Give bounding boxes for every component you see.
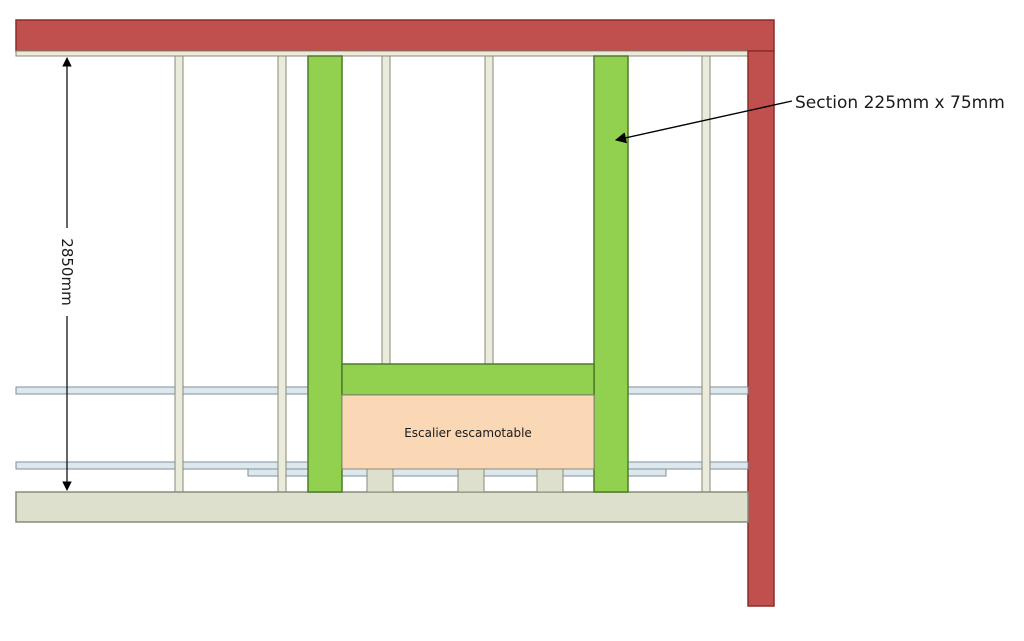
right-post [747,50,775,607]
stud [277,55,287,493]
stud [174,55,184,493]
trimmer-joist-left [307,55,343,493]
top-beam [15,19,775,52]
stud [381,55,391,365]
top-plate [15,50,749,57]
stud [701,55,711,493]
support-block [536,468,564,493]
section-callout-arrow [614,100,793,144]
stud [484,55,494,365]
height-dimension-label-bg [58,228,76,316]
support-block [366,468,394,493]
trimmer-joist-right [593,55,629,493]
floor-slab [15,491,749,523]
section-callout-label: Section 225mm x 75mm [795,93,1005,113]
header-joist [341,363,595,396]
stair-label: Escalier escamotable [404,426,532,440]
height-dimension-label: 2850mm [58,238,76,305]
support-block [457,468,485,493]
stair-box [341,394,595,470]
